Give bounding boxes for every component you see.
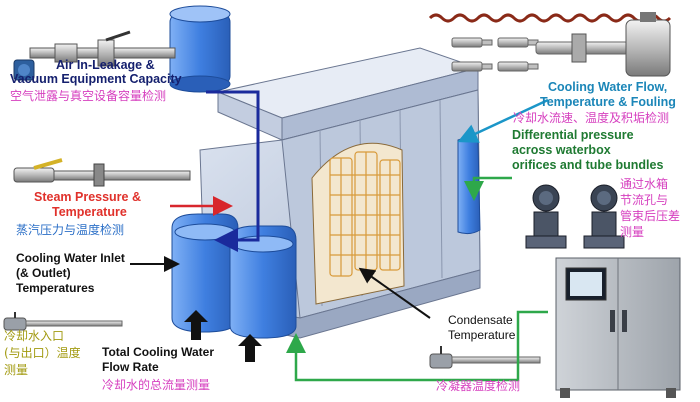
inlet-temp-probe-image xyxy=(3,312,123,331)
flow-rate-cn: 冷却水的总流量测量 xyxy=(102,378,211,392)
air-leakage-title-2: Vacuum Equipment Capacity xyxy=(10,72,182,86)
cw-inlet-cn-2: (与出口）温度 xyxy=(4,346,81,360)
cw-inlet-cn-1: 冷却水入口 xyxy=(4,329,65,343)
condensate-title-2: Temperature xyxy=(448,328,516,342)
dp-cn-3: 管束后压差 xyxy=(620,209,681,223)
cw-inlet-cn-3: 测量 xyxy=(4,363,29,377)
condensate-temp-probe-image xyxy=(429,346,541,369)
flow-sensor-fittings-image xyxy=(451,37,539,72)
air-leakage-title-1: Air In-Leakage & xyxy=(56,58,155,72)
condensate-cn: 冷凝器温度检测 xyxy=(436,379,521,393)
dp-cn-2: 节流孔与 xyxy=(620,193,669,207)
fouling-probe-coil-image xyxy=(428,13,672,23)
steam-title-2: Temperature xyxy=(52,205,127,219)
flow-temperature-sensor-image xyxy=(535,12,671,77)
steam-cn: 蒸汽压力与温度检测 xyxy=(16,223,125,237)
cw-flow-title-1: Cooling Water Flow, xyxy=(548,80,668,94)
vacuum-equipment-image xyxy=(13,5,231,93)
cw-flow-cn: 冷却水流速、温度及积垢检测 xyxy=(513,111,670,125)
dp-title-3: orifices and tube bundles xyxy=(512,158,664,172)
cw-inlet-title-3: Temperatures xyxy=(16,281,95,295)
condensate-arrow xyxy=(358,267,431,319)
air-leakage-pointer xyxy=(206,90,260,252)
flow-rate-title-2: Flow Rate xyxy=(102,360,159,374)
cw-inlet-title-1: Cooling Water Inlet xyxy=(16,251,125,265)
cw-flow-arrow xyxy=(457,98,549,143)
dp-cn-4: 测量 xyxy=(620,225,645,239)
flow-rate-title-1: Total Cooling Water xyxy=(102,345,214,359)
waterbox-right xyxy=(457,137,481,235)
dp-arrow xyxy=(464,176,512,201)
cabinet-arrow xyxy=(286,310,548,382)
condenser-body xyxy=(199,47,481,339)
flow-rate-arrows xyxy=(184,310,262,362)
dp-transmitters-image xyxy=(525,184,625,249)
steam-title-1: Steam Pressure & xyxy=(34,190,142,204)
cw-flow-title-2: Temperature & Fouling xyxy=(540,95,676,109)
dp-title-1: Differential pressure xyxy=(512,128,634,142)
dp-title-2: across waterbox xyxy=(512,143,611,157)
condensate-title-1: Condensate xyxy=(448,313,513,327)
control-cabinet-image xyxy=(555,257,681,398)
air-leakage-cn: 空气泄露与真空设备容量检测 xyxy=(10,89,167,103)
steam-probe-image xyxy=(13,158,191,187)
dp-cn-1: 通过水箱 xyxy=(620,177,669,191)
cw-inlet-title-2: (& Outlet) xyxy=(16,266,71,280)
